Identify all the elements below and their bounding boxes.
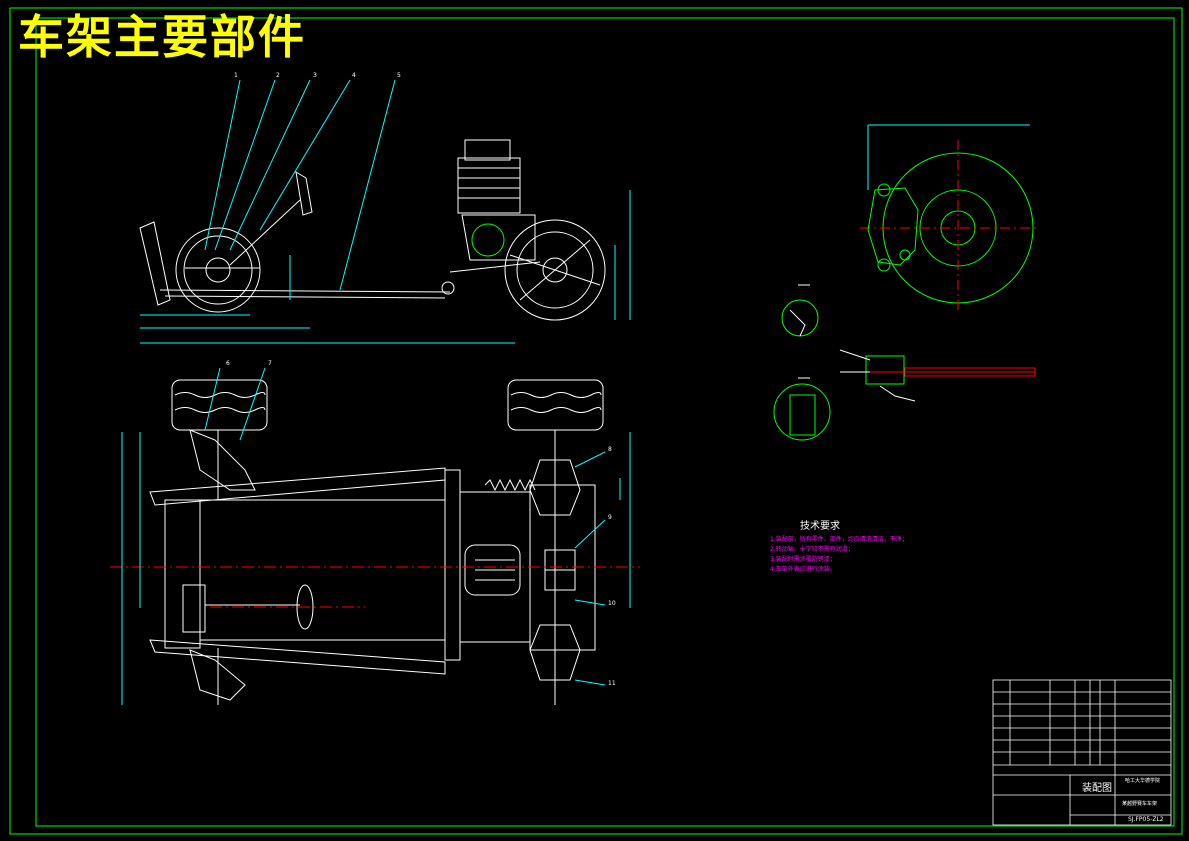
title-block [992, 679, 1172, 826]
detail-views [773, 284, 1036, 441]
title-block-school: 哈工大华德学院 [1125, 778, 1161, 784]
balloon-8: 8 [608, 446, 612, 453]
tech-requirements-title: 技术要求 [800, 521, 840, 532]
balloon-7: 7 [268, 360, 272, 367]
balloon-11: 11 [608, 680, 616, 687]
tech-requirement-item: 3.装配时需涂覆防锈漆； [770, 556, 836, 563]
balloon-3: 3 [313, 72, 317, 79]
tech-requirement-item: 1.装配前，所有零件、部件，均应清洗清洁，干净； [770, 536, 908, 543]
tech-requirement-item: 2.转动轴、十字铰不需有润滑； [770, 546, 854, 553]
top-view [110, 367, 640, 705]
balloon-4: 4 [352, 72, 356, 79]
brake-disc-view [860, 124, 1040, 310]
title-block-drawing-no: SJ.FP05-ZL2 [1128, 816, 1164, 823]
balloon-6: 6 [226, 360, 230, 367]
drawing-title: 车架主要部件 [18, 10, 306, 64]
title-block-project: 某越野赛车车架 [1122, 801, 1158, 807]
side-view [139, 79, 631, 344]
title-block-drawing-name: 装配图 [1082, 783, 1112, 794]
tech-requirements-list: 1.装配前，所有零件、部件，均应清洗清洁，干净； 2.转动轴、十字铰不需有润滑；… [770, 535, 908, 575]
balloon-10: 10 [608, 600, 616, 607]
balloon-2: 2 [276, 72, 280, 79]
balloon-5: 5 [397, 72, 401, 79]
inner-border [35, 17, 1175, 827]
tech-requirement-item: 4.车架外表应进行涂装。 [770, 566, 836, 573]
balloon-1: 1 [234, 72, 238, 79]
balloon-9: 9 [608, 514, 612, 521]
outer-border [9, 7, 1183, 835]
